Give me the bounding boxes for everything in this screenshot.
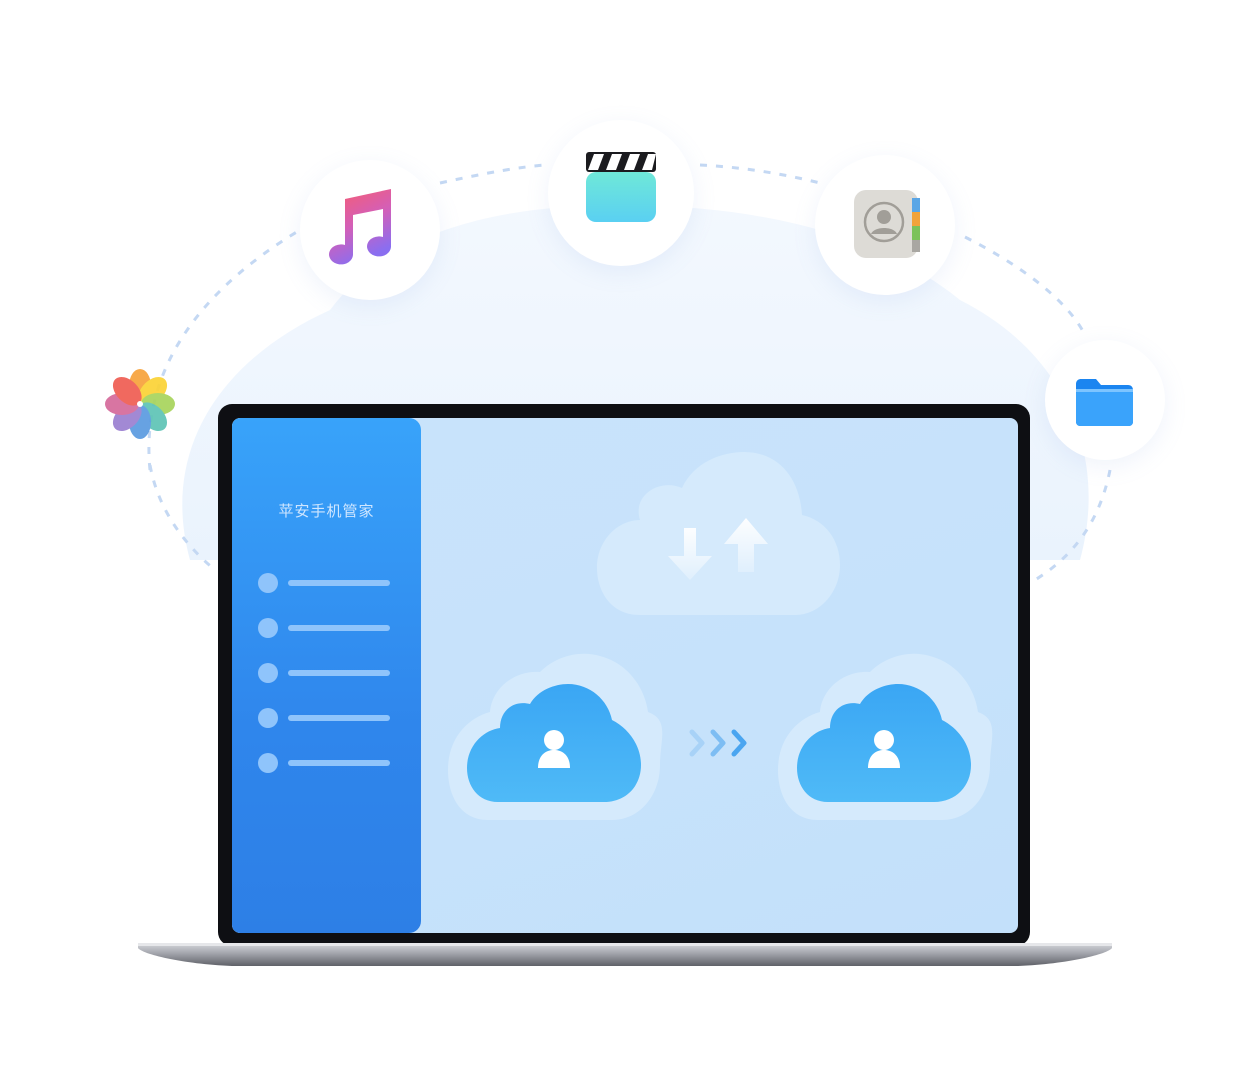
sidebar-menu-item[interactable] — [258, 663, 398, 683]
sidebar: 苹安手机管家 — [232, 418, 421, 933]
contacts-icon — [854, 190, 920, 258]
menu-item-dot — [258, 573, 278, 593]
menu-item-label-placeholder — [288, 670, 390, 676]
videos-icon — [586, 152, 656, 222]
menu-item-label-placeholder — [288, 715, 390, 721]
menu-item-dot — [258, 708, 278, 728]
sidebar-menu-item[interactable] — [258, 753, 398, 773]
user-cloud-icon — [448, 653, 663, 820]
menu-item-label-placeholder — [288, 760, 390, 766]
menu-item-dot — [258, 618, 278, 638]
menu-item-label-placeholder — [288, 625, 390, 631]
sidebar-menu-item[interactable] — [258, 708, 398, 728]
chevrons-right-icon — [689, 729, 747, 757]
menu-item-dot — [258, 663, 278, 683]
menu-item-dot — [258, 753, 278, 773]
laptop-base — [138, 943, 1112, 966]
sidebar-menu-item[interactable] — [258, 573, 398, 593]
music-app-circle — [300, 160, 440, 300]
menu-item-label-placeholder — [288, 580, 390, 586]
sidebar-menu-item[interactable] — [258, 618, 398, 638]
files-icon — [1076, 379, 1133, 426]
user-cloud-icon — [778, 653, 993, 820]
cloud-sync-icon — [597, 452, 840, 615]
photos-icon — [105, 369, 175, 439]
music-icon — [329, 189, 391, 265]
app-title: 苹安手机管家 — [278, 502, 375, 520]
